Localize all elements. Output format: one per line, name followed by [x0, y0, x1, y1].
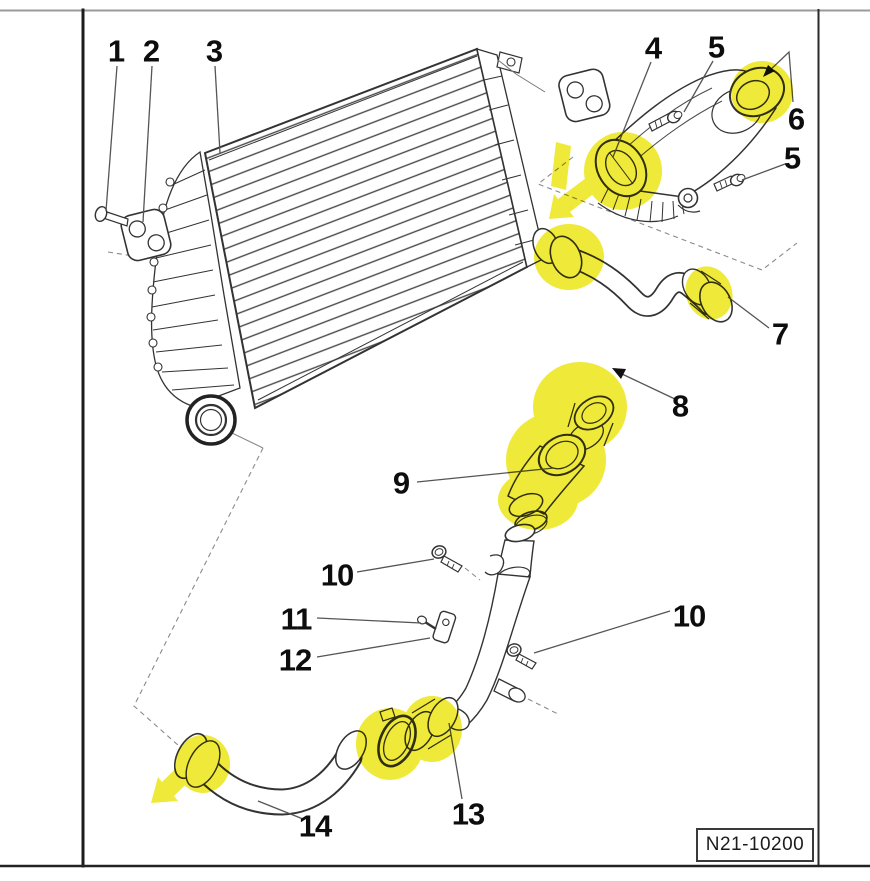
highlight-flange-arrow	[549, 166, 614, 219]
callout-5-lower: 5	[783, 140, 801, 176]
callout-7: 7	[771, 316, 789, 352]
elbow-corrugation-edge	[597, 202, 679, 223]
callout-1: 1	[107, 33, 125, 69]
highlight-marks	[151, 61, 793, 803]
pipe-13-boss-stub	[493, 678, 526, 703]
pipe-13-hook-bracket	[484, 554, 505, 576]
part-number-text: N21-10200	[705, 834, 805, 855]
intercooler-outlet-port	[185, 394, 237, 446]
leader-1	[105, 65, 118, 212]
callout-12: 12	[278, 642, 312, 678]
arrow-8-head-icon	[612, 368, 626, 379]
right-tank-notches	[483, 75, 535, 246]
outlet-reference-line	[231, 432, 264, 449]
highlight-flange-blob	[584, 132, 662, 210]
screw-10-right	[506, 643, 537, 670]
leader-5-lower	[741, 163, 786, 181]
charge-pipe-13	[416, 523, 536, 731]
mount-reference-line	[497, 59, 546, 93]
elbow-bracket-foot	[677, 204, 701, 213]
leader-7	[727, 296, 770, 329]
screw-5-upper	[648, 110, 683, 132]
leader-10-right	[533, 610, 671, 654]
screw-1	[94, 205, 129, 227]
callout-14: 14	[298, 808, 332, 844]
fin-band-ribs	[151, 169, 235, 391]
leader-3	[214, 65, 221, 154]
mount-bracket-upper	[558, 68, 611, 123]
core-top-edge	[208, 55, 478, 161]
core-bottom-edge	[257, 261, 524, 401]
highlight-clamp-b	[402, 696, 462, 762]
callout-10-left: 10	[320, 557, 354, 593]
callout-13: 13	[451, 796, 485, 832]
callout-5-upper: 5	[707, 29, 725, 65]
leader-10-left	[356, 558, 435, 573]
leader-14	[257, 800, 304, 820]
bolt-11	[416, 615, 437, 631]
callout-2: 2	[142, 33, 160, 69]
highlight-flange-bar	[551, 142, 571, 190]
part-number-box: N21-10200	[696, 828, 814, 862]
callout-10-right: 10	[672, 598, 706, 634]
highlight-coupler-7	[685, 266, 733, 320]
callout-11: 11	[280, 601, 313, 637]
bracket-12	[432, 610, 457, 644]
callout-3: 3	[205, 33, 223, 69]
highlight-outlet-7	[534, 224, 604, 290]
callout-4: 4	[644, 30, 662, 66]
highlight-opening-6	[731, 61, 793, 123]
screw-10-left	[431, 545, 463, 573]
leader-5-upper	[683, 60, 714, 113]
highlight-hose-14-arrow	[151, 741, 216, 803]
leader-2	[142, 65, 153, 223]
callout-6: 6	[787, 101, 805, 137]
direction-arrow-8	[612, 368, 678, 401]
callout-8: 8	[671, 388, 689, 424]
top-mount-tab-hole	[506, 57, 516, 67]
elbow-bracket-boss-hole	[683, 193, 693, 203]
leader-12	[316, 637, 431, 658]
intercooler	[146, 47, 546, 446]
elbow-bracket-boss	[677, 187, 699, 209]
highlight-adapter-9-c	[498, 470, 578, 530]
mount-bracket-left	[120, 208, 172, 262]
diagram-frame	[0, 8, 870, 868]
callout-9: 9	[392, 465, 410, 501]
leader-11	[316, 617, 422, 624]
screw-5-lower	[713, 173, 746, 192]
intercooler-core	[203, 47, 529, 410]
pipe-13-sleeve	[497, 539, 535, 577]
